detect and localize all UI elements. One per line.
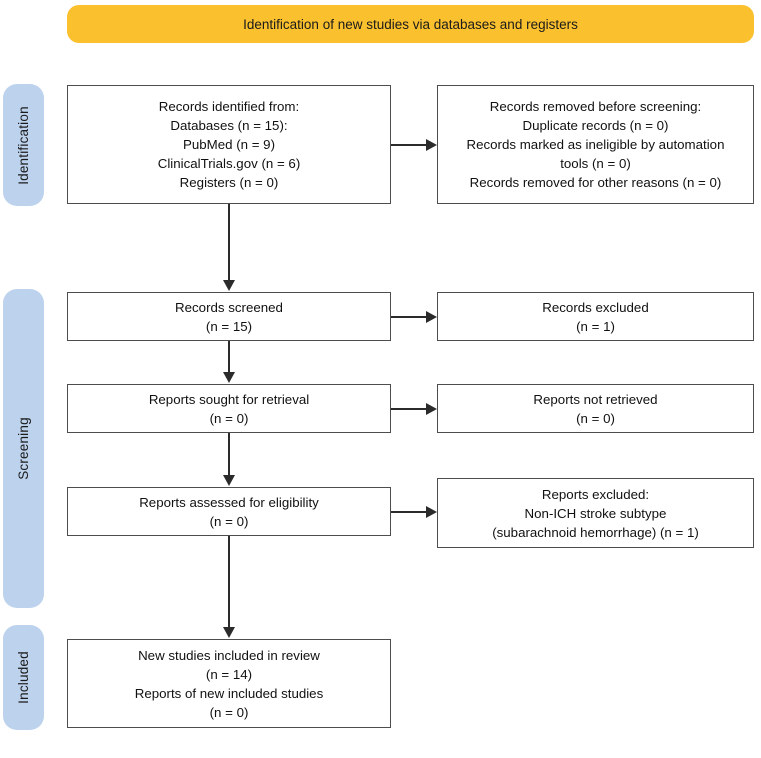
box-line: Reports excluded:	[541, 486, 650, 502]
box-records-identified: Records identified from: Databases (n = …	[67, 85, 391, 204]
box-line: Records excluded	[542, 299, 649, 315]
connector-identified-to-removed	[391, 144, 426, 146]
box-line: (subarachnoid hemorrhage) (n = 1)	[492, 524, 699, 540]
banner-identification-header: Identification of new studies via databa…	[67, 5, 754, 43]
box-line: (n = 1)	[576, 318, 615, 334]
box-line: Records identified from:	[158, 99, 300, 114]
box-line: (n = 0)	[209, 513, 249, 529]
phase-label-screening: Screening	[16, 417, 31, 480]
phase-pill-screening: Screening	[3, 289, 44, 608]
box-line: Duplicate records (n = 0)	[522, 118, 669, 133]
box-line: (n = 14)	[205, 666, 253, 682]
connector-assessed-to-excluded	[391, 511, 426, 513]
box-line: New studies included in review	[138, 647, 320, 663]
box-line: Reports assessed for eligibility	[139, 494, 319, 510]
phase-label-identification: Identification	[16, 105, 32, 185]
box-line: (n = 0)	[209, 410, 249, 426]
connector-assessed-to-included	[228, 536, 230, 627]
connector-screened-to-sought	[228, 341, 230, 372]
box-line: (n = 0)	[209, 704, 249, 720]
box-reports-assessed-for-eligibility: Reports assessed for eligibility (n = 0)	[67, 487, 391, 536]
box-line: Registers (n = 0)	[179, 175, 279, 190]
box-reports-sought-for-retrieval: Reports sought for retrieval (n = 0)	[67, 384, 391, 433]
box-records-excluded: Records excluded (n = 1)	[437, 292, 754, 341]
box-line: Records removed before screening:	[489, 99, 702, 114]
connector-sought-to-assessed	[228, 433, 230, 475]
box-line: (n = 0)	[576, 410, 615, 426]
connector-identified-to-screened	[228, 204, 230, 280]
box-line: Databases (n = 15):	[170, 118, 288, 133]
arrowhead-screened-to-sought	[223, 372, 235, 383]
box-line: Non-ICH stroke subtype	[524, 505, 667, 521]
box-new-studies-included-in-review: New studies included in review (n = 14) …	[67, 639, 391, 728]
box-line: (n = 15)	[205, 318, 253, 334]
phase-pill-identification: Identification	[3, 84, 44, 206]
box-records-removed-before-screening: Records removed before screening: Duplic…	[437, 85, 754, 204]
box-reports-not-retrieved: Reports not retrieved (n = 0)	[437, 384, 754, 433]
arrowhead-sought-to-assessed	[223, 475, 235, 486]
box-line: Records marked as ineligible by automati…	[466, 137, 725, 152]
arrowhead-identified-to-screened	[223, 280, 235, 291]
arrowhead-screened-to-excluded	[426, 311, 437, 323]
box-line: Reports of new included studies	[134, 685, 324, 701]
box-line: Reports sought for retrieval	[148, 391, 310, 407]
box-line: PubMed (n = 9)	[182, 137, 276, 152]
box-line: ClinicalTrials.gov (n = 6)	[157, 156, 301, 171]
banner-label: Identification of new studies via databa…	[243, 16, 578, 32]
box-line: Records screened	[175, 299, 283, 315]
box-line: Records removed for other reasons (n = 0…	[469, 175, 722, 190]
arrowhead-identified-to-removed	[426, 139, 437, 151]
box-line: Reports not retrieved	[533, 391, 658, 407]
arrowhead-assessed-to-excluded	[426, 506, 437, 518]
box-line: tools (n = 0)	[560, 156, 631, 171]
phase-label-included: Included	[16, 651, 32, 704]
connector-sought-to-not-retrieved	[391, 408, 426, 410]
box-reports-excluded: Reports excluded: Non-ICH stroke subtype…	[437, 478, 754, 548]
box-records-screened: Records screened (n = 15)	[67, 292, 391, 341]
connector-screened-to-excluded	[391, 316, 426, 318]
arrowhead-sought-to-not-retrieved	[426, 403, 437, 415]
arrowhead-assessed-to-included	[223, 627, 235, 638]
phase-pill-included: Included	[3, 625, 44, 730]
